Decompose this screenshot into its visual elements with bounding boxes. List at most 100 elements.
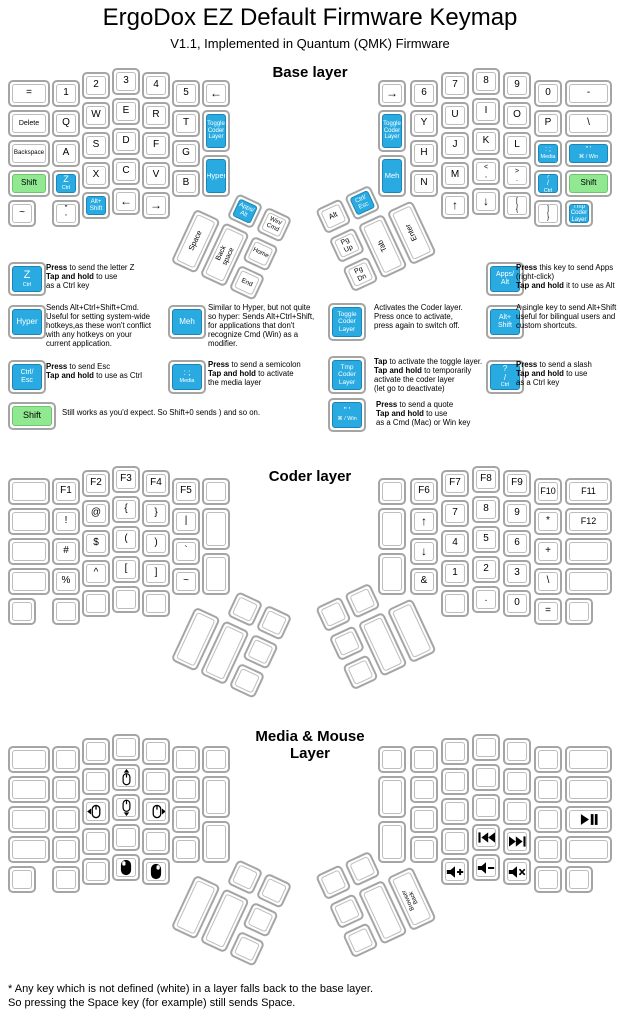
legend-text: Activates the Coder layer.Press once to … [374,303,463,331]
key-label: Meh [384,170,400,180]
blank-key [534,776,562,803]
key: F7 [441,470,469,497]
blank-key [342,654,379,691]
blank-key [503,798,531,825]
blank-key [82,828,110,855]
key: ~ [172,568,200,595]
key-label: Ctrl/Esc [354,193,370,211]
blank-key [82,590,110,617]
legend-key: Meh [168,305,206,339]
blank-key [342,922,379,959]
key-label: Hyper [206,170,226,180]
key: : ;Media [534,140,562,167]
key: Home [242,235,279,272]
next-track-key [503,828,531,855]
blank-key [8,746,50,773]
key-label: 3 [123,75,129,87]
key: F12 [565,508,612,535]
key-label: N [420,177,428,189]
key-label: F3 [120,473,132,485]
key-label: → [150,198,162,213]
key-label: ↓ [421,544,427,559]
volume-down-key [472,854,500,881]
key-label: H [420,147,428,159]
key-label: ` [184,545,188,557]
blank-key [52,866,80,893]
blank-key [410,836,438,863]
key: ! [52,508,80,535]
key-label: D [122,135,130,147]
key: + [534,538,562,565]
blank-key [441,828,469,855]
key: ↓ [472,188,500,215]
key-label: R [152,109,160,121]
key-label: 9 [514,79,520,91]
key-label: 1 [452,567,458,579]
blank-key [255,604,293,641]
key: R [142,102,170,129]
key: 8 [472,496,500,523]
key-label: Alt [327,209,340,222]
key: ~ [8,200,36,227]
key: & [410,568,438,595]
blank-key [142,590,170,617]
blank-key [228,930,266,967]
key-label: Y [420,117,428,129]
legend-text: Sends Alt+Ctrl+Shift+Cmd.Useful for sett… [46,303,152,349]
key: G [172,140,200,167]
blank-key [315,596,352,633]
key: 9 [503,500,531,527]
key-label: \ [587,117,590,129]
key: - [565,80,612,107]
key: Ctrl/Esc [344,184,381,221]
key-label: W [91,109,101,121]
key-label: E [122,105,130,117]
key-label: 1 [63,87,69,99]
key: X [82,162,110,189]
key: ← [202,80,230,107]
key-label: $ [93,537,99,549]
key-label: F [152,139,160,151]
legend-key: ?/Ctrl [486,360,524,394]
play-pause-key [565,806,612,833]
key: → [378,80,406,107]
key: 2 [82,72,110,99]
left-click-key [112,854,140,881]
legend-key: " '⌘ / Win [328,398,366,432]
blank-key [565,598,593,625]
key-label: : ; [545,146,551,154]
key: 6 [503,530,531,557]
key: → [142,192,170,219]
key: 0 [534,80,562,107]
key-label: F5 [180,485,192,497]
prev-track-key [472,824,500,851]
key-label: . [484,593,488,605]
key-label: 6 [514,537,520,549]
key: F3 [112,466,140,493]
key: H [410,140,438,167]
key: 5 [472,526,500,553]
key: 4 [142,72,170,99]
key-label: F6 [418,485,430,497]
blank-key [328,893,366,930]
key: 5 [172,80,200,107]
key: U [441,102,469,129]
blank-key [565,568,612,595]
blank-key [8,836,50,863]
key-label: Z [63,174,69,185]
blank-key [472,794,500,821]
key: * [534,508,562,535]
key: 2 [472,556,500,583]
key: A [52,140,80,167]
key: B [172,170,200,197]
